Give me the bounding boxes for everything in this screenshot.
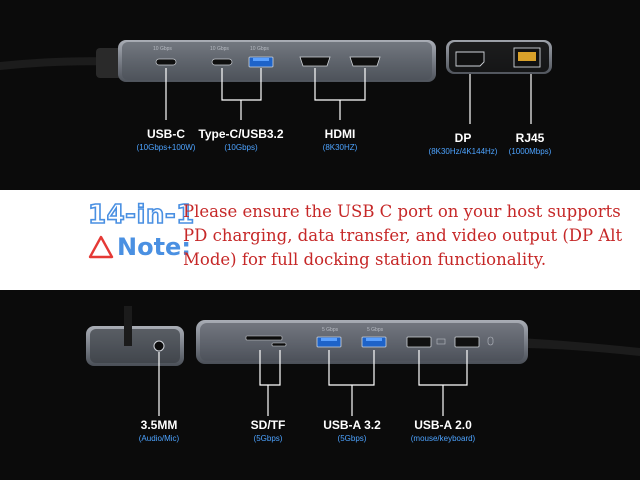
hub-bottom-illustration: [86, 306, 640, 416]
product-badge: 14-in-1: [87, 199, 195, 231]
sd-slot: [245, 335, 283, 341]
note-band: [0, 190, 640, 290]
note-text: Please ensure the USB C port on your hos…: [183, 202, 623, 269]
dp-port: [455, 51, 485, 67]
hub-top-illustration: [0, 40, 552, 124]
keyboard-icon: [436, 338, 446, 345]
usb-a32-speed-label-2: 5 Gbps: [367, 327, 384, 333]
port-label-sd-tf: SD/TF (5Gbps): [250, 418, 286, 443]
port-label-type-c-usb32: Type-C/USB3.2 (10Gbps): [198, 127, 284, 152]
hdmi-port-2: [349, 56, 381, 67]
port-label-usb-a32: USB-A 3.2 (5Gbps): [323, 418, 381, 443]
usb-c-speed-label: 10 Gbps: [153, 46, 172, 52]
usb32-speed-label: 10 Gbps: [250, 46, 269, 52]
cable-bottom: [515, 338, 640, 356]
note-label-text: Note:: [117, 233, 191, 261]
bottom-product-photo: 5 Gbps 5 Gbps 3.5MM (Audio/Mic) SD/TF (5…: [0, 290, 640, 480]
hdmi-port-1: [299, 56, 331, 67]
top-product-photo: 10 Gbps 10 Gbps 10 Gbps USB-C (10Gbps+10…: [0, 0, 640, 190]
port-label-usb-a20: USB-A 2.0 (mouse/keyboard): [410, 418, 476, 443]
usb-a32-speed-label-1: 5 Gbps: [322, 327, 339, 333]
note-label: Note:: [88, 233, 191, 261]
type-c-port: [211, 58, 233, 66]
audio-jack: [153, 340, 165, 352]
usb-a20-port-1: [406, 336, 432, 348]
usb-c-port: [155, 58, 177, 66]
warning-icon: [88, 235, 114, 259]
tf-slot: [271, 342, 287, 347]
port-label-dp: DP (8K30Hz/4K144Hz): [428, 131, 498, 156]
mouse-icon: [487, 336, 494, 346]
port-label-3-5mm: 3.5MM (Audio/Mic): [138, 418, 180, 443]
port-label-usb-c: USB-C (10Gbps+100W): [136, 127, 196, 152]
port-label-rj45: RJ45 (1000Mbps): [508, 131, 552, 156]
type-c-speed-label: 10 Gbps: [210, 46, 229, 52]
cable: [0, 57, 120, 70]
usb-a20-port-2: [454, 336, 480, 348]
port-label-hdmi: HDMI (8K30HZ): [322, 127, 358, 152]
